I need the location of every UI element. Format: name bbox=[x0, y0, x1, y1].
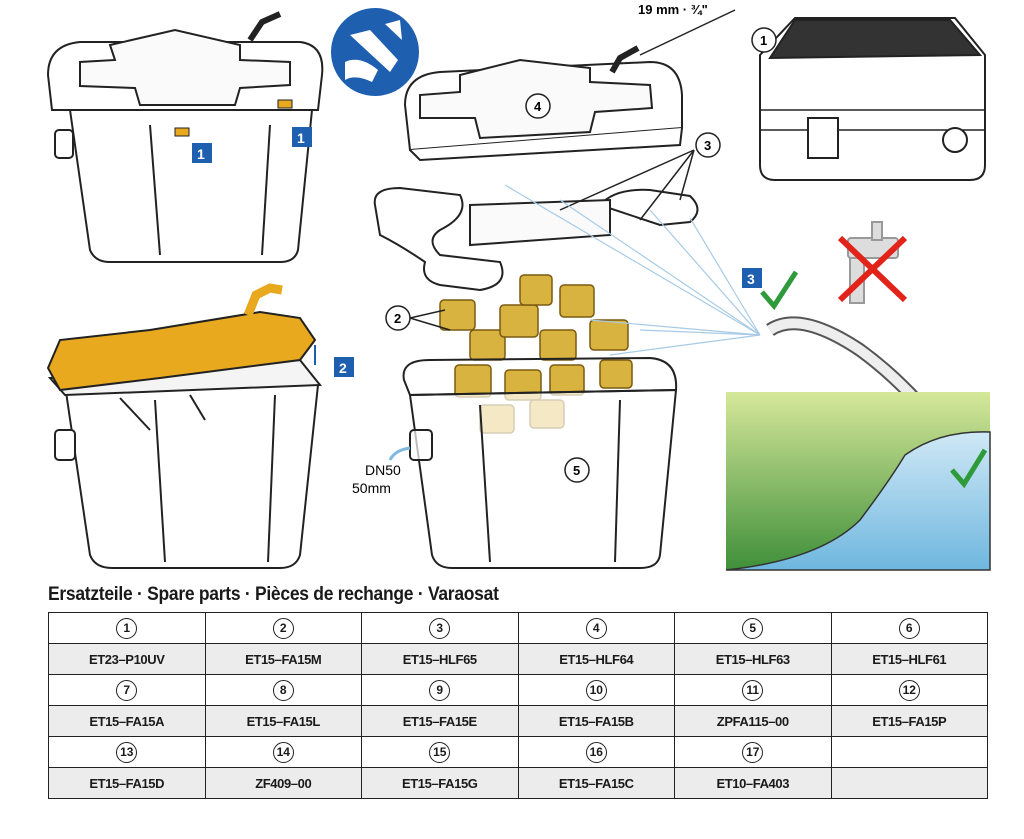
part-number: 3 bbox=[429, 617, 451, 639]
part-number-cell: 6 bbox=[830, 612, 988, 644]
part-number-cell: 10 bbox=[517, 674, 675, 706]
part-code: ET15–FA15E bbox=[361, 705, 519, 737]
part-code: ET15–FA15L bbox=[204, 705, 362, 737]
step-label-1b: 1 bbox=[297, 130, 305, 146]
spare-parts-title: Ersatzteile · Spare parts · Pièces de re… bbox=[48, 584, 499, 605]
part-number: 11 bbox=[742, 679, 764, 701]
pond-scene bbox=[725, 392, 991, 571]
lid-hose-connector bbox=[243, 283, 283, 317]
part-code: ET15–HLF65 bbox=[361, 643, 519, 675]
part-code: ZPFA115–00 bbox=[674, 705, 832, 737]
hose-size-label: 19 mm · ¾" bbox=[638, 2, 708, 17]
part-code bbox=[830, 767, 988, 799]
part-number: 4 bbox=[585, 617, 607, 639]
cross-icon bbox=[837, 235, 908, 303]
part-number: 7 bbox=[116, 679, 138, 701]
part-number: 17 bbox=[742, 741, 764, 763]
step-label-3: 3 bbox=[747, 271, 755, 287]
part-number: 16 bbox=[585, 741, 607, 763]
part-number-cell: 17 bbox=[674, 736, 832, 768]
table-row: 7 8 9 10 11 12 bbox=[48, 674, 988, 706]
part-number-cell: 9 bbox=[361, 674, 519, 706]
table-row: 1 2 3 4 5 6 bbox=[48, 612, 988, 644]
part-number-cell bbox=[830, 736, 988, 768]
part-number-cell: 16 bbox=[517, 736, 675, 768]
part-number: 1 bbox=[116, 617, 138, 639]
part-code: ET23–P10UV bbox=[48, 643, 206, 675]
latch-left bbox=[174, 127, 190, 137]
step-tag-1a bbox=[192, 143, 212, 163]
part-number: 2 bbox=[272, 617, 294, 639]
part-number-cell: 4 bbox=[517, 612, 675, 644]
part-number: 9 bbox=[429, 679, 451, 701]
part-code: ET15–FA15B bbox=[517, 705, 675, 737]
step-tag-3 bbox=[742, 268, 762, 288]
part-code: ET15–FA15G bbox=[361, 767, 519, 799]
filter-box-base bbox=[402, 356, 678, 569]
filter-box-open bbox=[47, 358, 323, 569]
step-tag-2 bbox=[334, 357, 354, 377]
check-icon-pond bbox=[950, 448, 988, 489]
step-tag-1b bbox=[292, 127, 312, 147]
part-number-cell: 1 bbox=[48, 612, 206, 644]
check-icon bbox=[760, 270, 799, 311]
outlet-size-line1: DN50 bbox=[365, 462, 401, 478]
part-number: 15 bbox=[429, 741, 451, 763]
part-number: 12 bbox=[898, 679, 920, 701]
part-number-cell: 12 bbox=[830, 674, 988, 706]
part-code: ET15–HLF61 bbox=[830, 643, 988, 675]
part-number-cell: 14 bbox=[204, 736, 362, 768]
part-number: 10 bbox=[585, 679, 607, 701]
part-number-cell: 5 bbox=[674, 612, 832, 644]
part-number-cell: 11 bbox=[674, 674, 832, 706]
foam-pads bbox=[373, 186, 699, 292]
callout-4: 4 bbox=[534, 99, 542, 114]
part-code: ET15–FA15M bbox=[204, 643, 362, 675]
cleaning-icon bbox=[331, 8, 419, 96]
part-number: 5 bbox=[742, 617, 764, 639]
part-number: 13 bbox=[116, 741, 138, 763]
part-number-cell: 15 bbox=[361, 736, 519, 768]
step-label-1a: 1 bbox=[197, 146, 205, 162]
callout-1: 1 bbox=[760, 33, 767, 48]
part-code: ET15–FA15A bbox=[48, 705, 206, 737]
part-number: 6 bbox=[898, 617, 920, 639]
part-number-cell: 8 bbox=[204, 674, 362, 706]
part-code: ET15–FA15D bbox=[48, 767, 206, 799]
table-row: 13 14 15 16 17 bbox=[48, 736, 988, 768]
part-code: ET10–FA403 bbox=[674, 767, 832, 799]
filter-box-closed bbox=[46, 11, 324, 263]
lifted-lid bbox=[46, 310, 317, 392]
step-label-2: 2 bbox=[339, 360, 347, 376]
callout-5: 5 bbox=[573, 463, 580, 478]
latch-right bbox=[277, 99, 293, 109]
uv-unit bbox=[759, 17, 986, 181]
part-code: ET15–FA15P bbox=[830, 705, 988, 737]
part-code: ET15–HLF63 bbox=[674, 643, 832, 675]
part-code: ET15–HLF64 bbox=[517, 643, 675, 675]
faucet-icon bbox=[847, 221, 899, 304]
part-number-cell: 7 bbox=[48, 674, 206, 706]
part-number-cell: 2 bbox=[204, 612, 362, 644]
callout-3: 3 bbox=[704, 138, 711, 153]
part-code: ZF409–00 bbox=[204, 767, 362, 799]
illustration: 1 1 2 19 mm · ¾" 4 bbox=[46, 2, 991, 571]
part-number-cell: 3 bbox=[361, 612, 519, 644]
spray-lines bbox=[504, 184, 761, 356]
part-number: 8 bbox=[272, 679, 294, 701]
part-number-cell: 13 bbox=[48, 736, 206, 768]
part-number: 14 bbox=[272, 741, 294, 763]
callout-2: 2 bbox=[394, 311, 401, 326]
outlet-size-line2: 50mm bbox=[352, 480, 391, 496]
part-code: ET15–FA15C bbox=[517, 767, 675, 799]
